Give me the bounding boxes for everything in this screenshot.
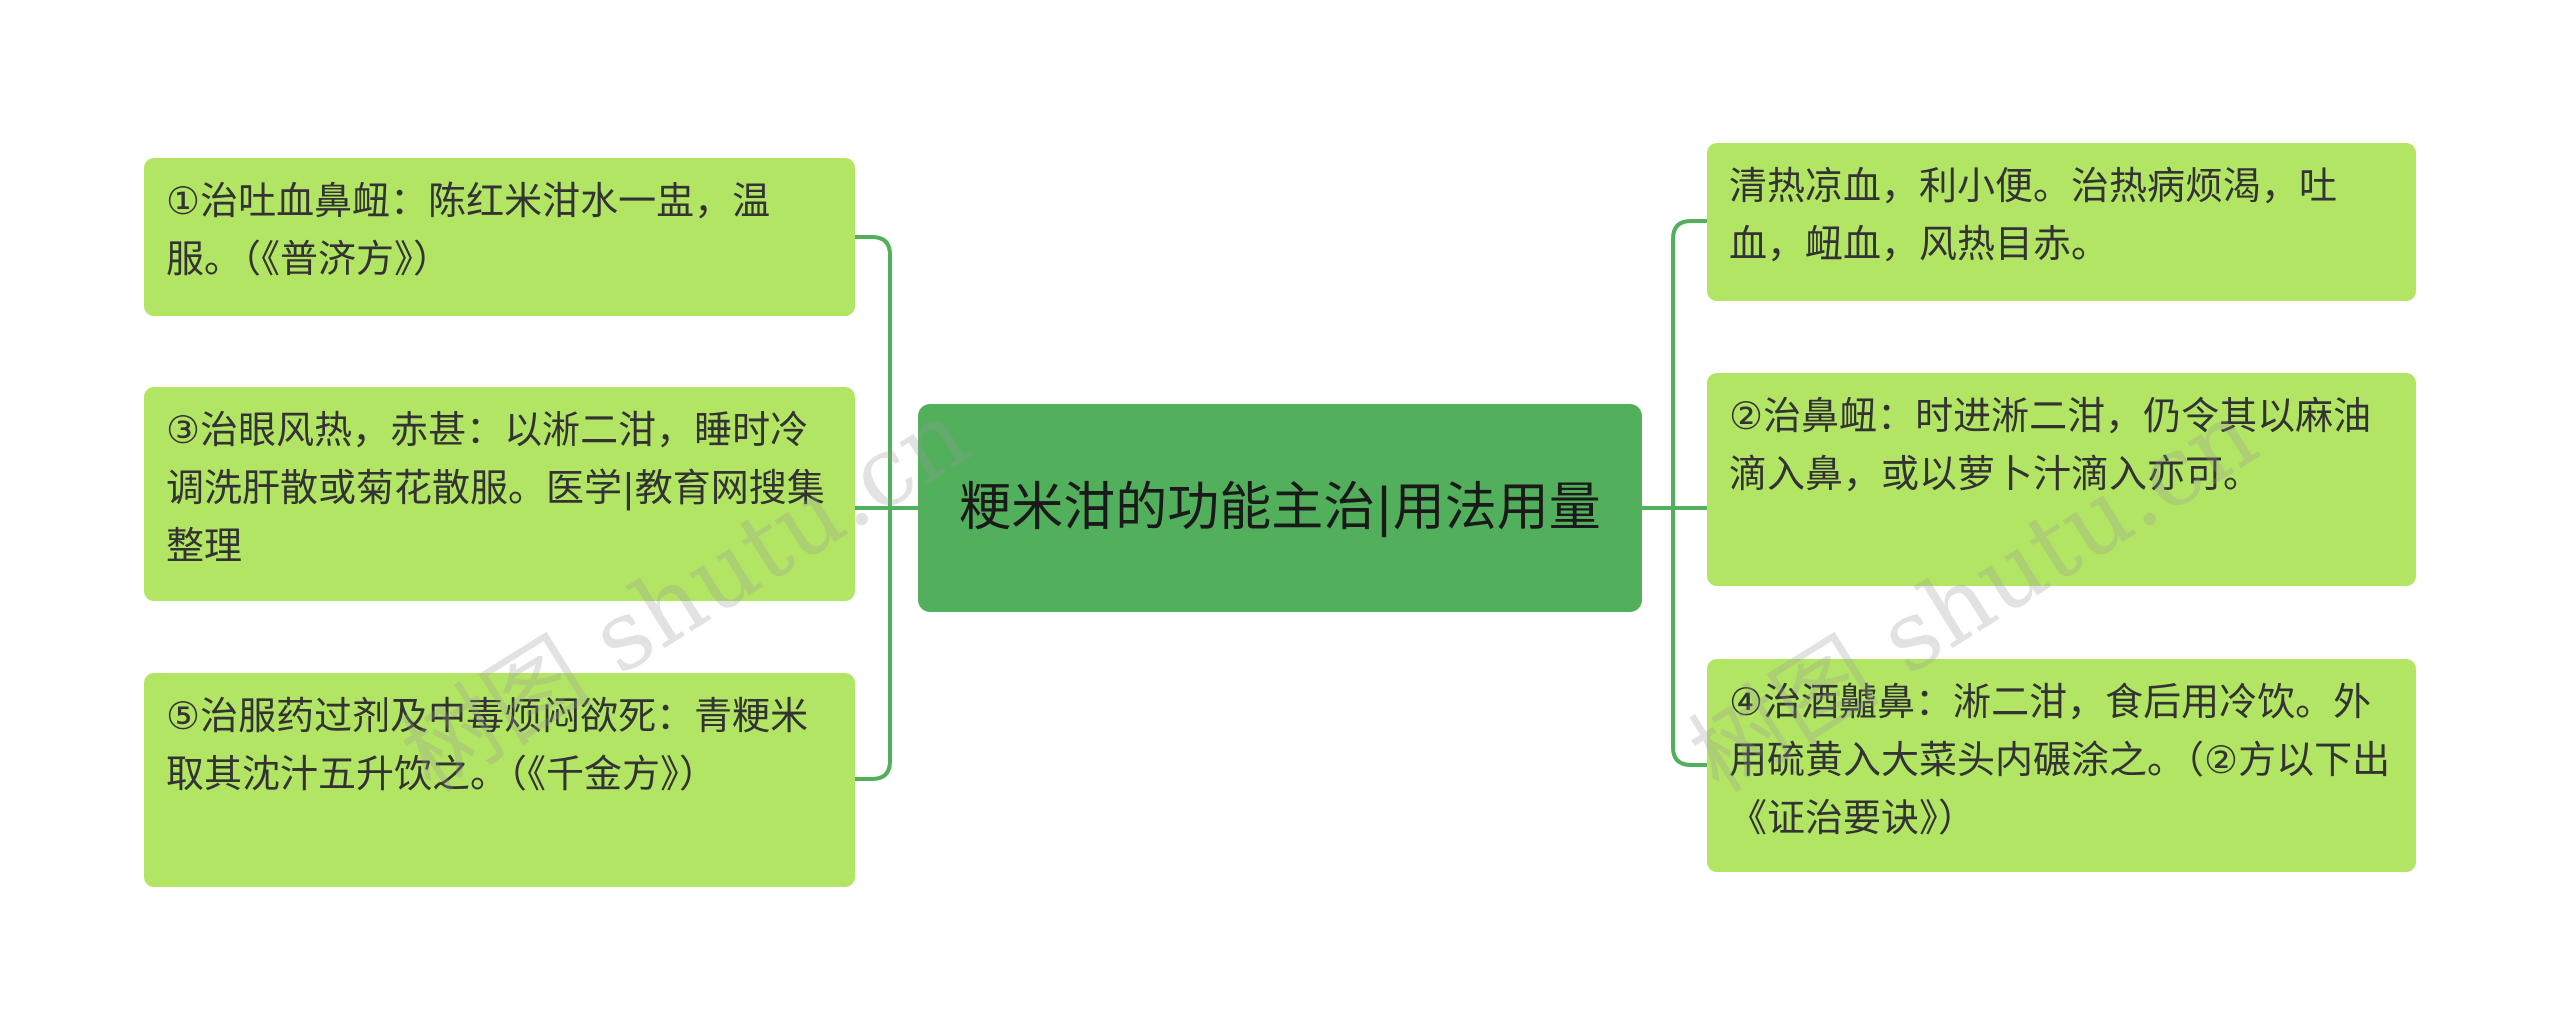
connector-left-3 [855, 508, 892, 781]
left-topic-1[interactable]: ①治吐血鼻衄：陈红米泔水一盅，温服。（《普济方》） [144, 158, 855, 316]
left-topic-2-label: ③治眼风热，赤甚：以淅二泔，睡时冷调洗肝散或菊花散服。医学|教育网搜集整理 [166, 408, 825, 568]
connector-left-1 [855, 235, 892, 508]
left-topic-2[interactable]: ③治眼风热，赤甚：以淅二泔，睡时冷调洗肝散或菊花散服。医学|教育网搜集整理 [144, 387, 855, 601]
right-topic-2[interactable]: ②治鼻衄：时进淅二泔，仍令其以麻油滴入鼻，或以萝卜汁滴入亦可。 [1707, 373, 2416, 586]
center-topic-label: 粳米泔的功能主治|用法用量 [959, 478, 1601, 538]
right-topic-1-label: 清热凉血，利小便。治热病烦渴，吐血，衄血，风热目赤。 [1729, 164, 2338, 266]
right-topic-1[interactable]: 清热凉血，利小便。治热病烦渴，吐血，衄血，风热目赤。 [1707, 143, 2416, 301]
left-topic-3[interactable]: ⑤治服药过剂及中毒烦闷欲死：青粳米取其沈汁五升饮之。（《千金方》） [144, 673, 855, 887]
connector-right-3 [1671, 508, 1707, 767]
left-topic-3-label: ⑤治服药过剂及中毒烦闷欲死：青粳米取其沈汁五升饮之。（《千金方》） [166, 694, 809, 796]
right-topic-2-label: ②治鼻衄：时进淅二泔，仍令其以麻油滴入鼻，或以萝卜汁滴入亦可。 [1729, 394, 2372, 496]
right-topic-3-label: ④治酒齇鼻：淅二泔，食后用冷饮。外用硫黄入大菜头内碾涂之。（②方以下出《证治要诀… [1729, 680, 2391, 840]
connector-right-1 [1671, 219, 1707, 508]
right-topic-3[interactable]: ④治酒齇鼻：淅二泔，食后用冷饮。外用硫黄入大菜头内碾涂之。（②方以下出《证治要诀… [1707, 659, 2416, 872]
left-topic-1-label: ①治吐血鼻衄：陈红米泔水一盅，温服。（《普济方》） [166, 179, 771, 281]
center-topic[interactable]: 粳米泔的功能主治|用法用量 [918, 404, 1642, 612]
